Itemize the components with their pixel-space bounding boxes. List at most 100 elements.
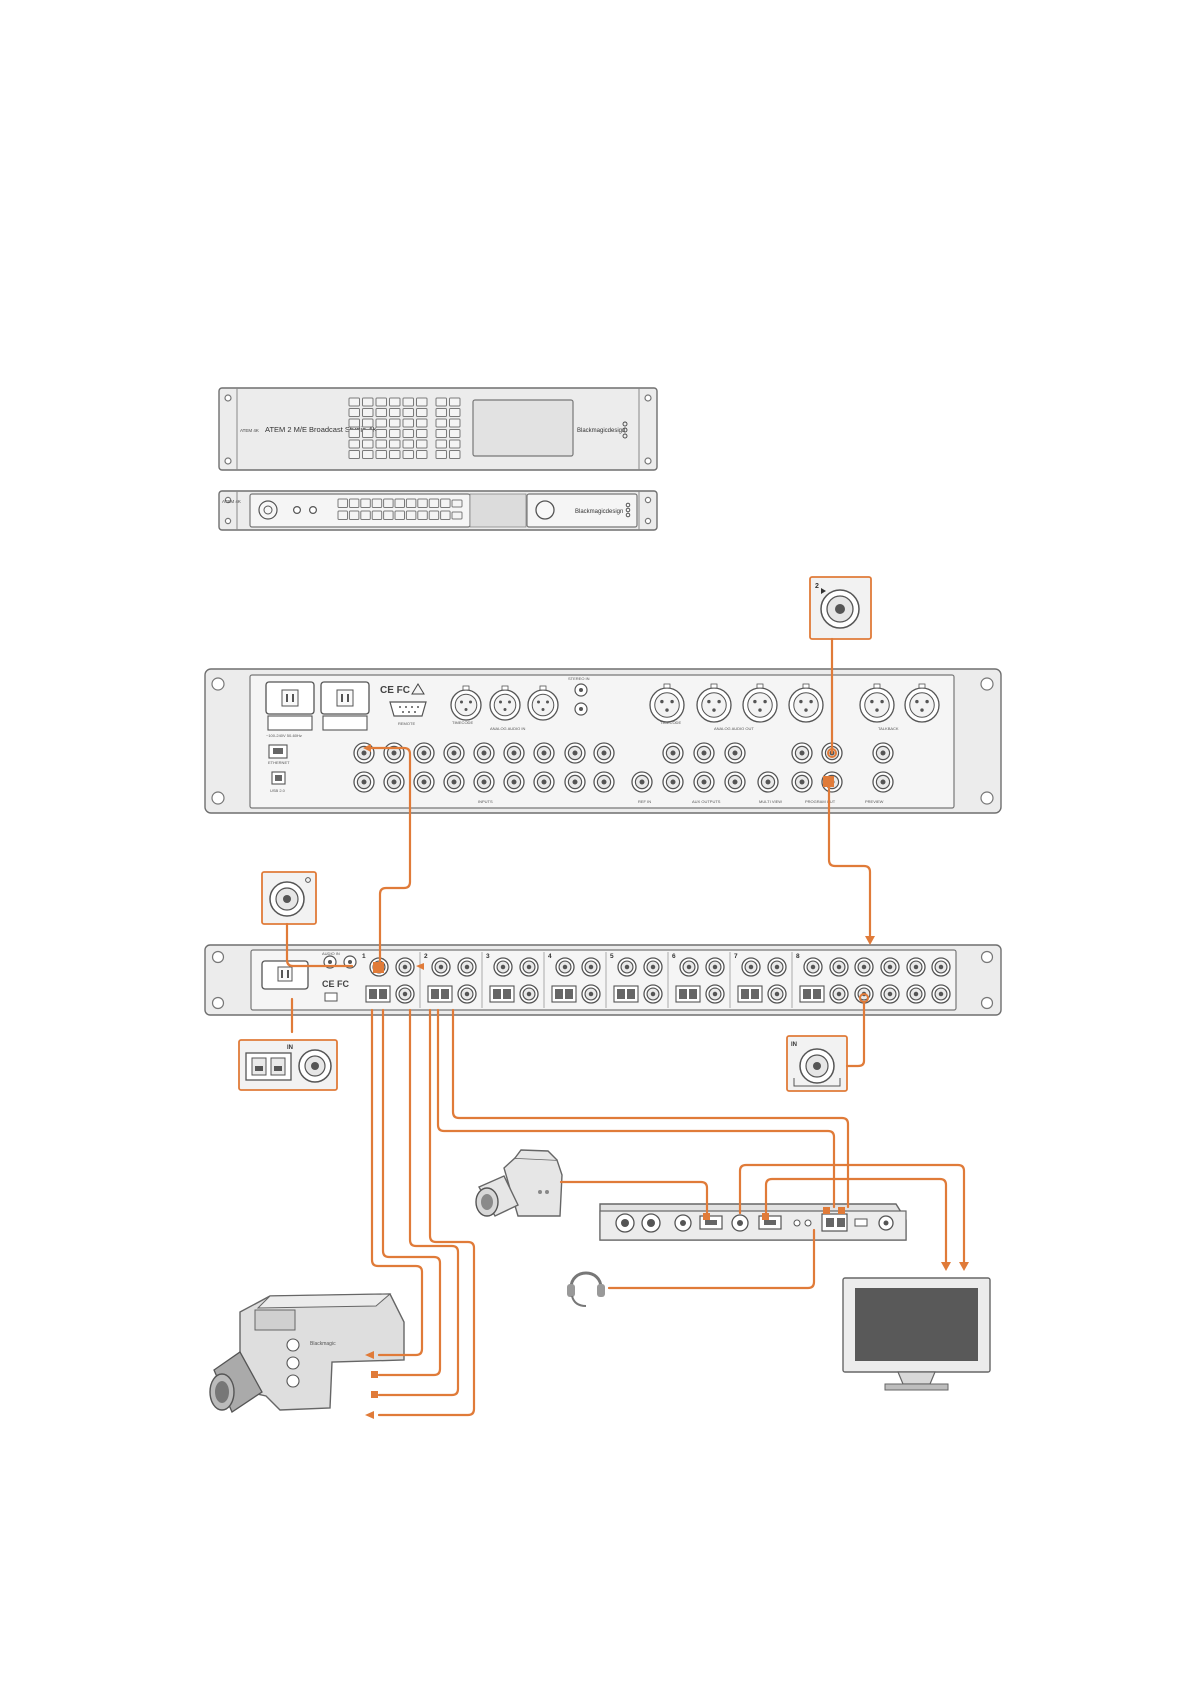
front-key[interactable] bbox=[435, 418, 447, 428]
front-key[interactable] bbox=[435, 429, 447, 438]
front-key[interactable] bbox=[389, 408, 401, 417]
front-key[interactable] bbox=[416, 408, 428, 417]
front-key[interactable] bbox=[389, 450, 401, 459]
front-key[interactable] bbox=[402, 450, 414, 459]
front-key[interactable] bbox=[416, 439, 428, 449]
front-model-title: ATEM 2 M/E Broadcast Studio 4K bbox=[265, 425, 377, 434]
front-key[interactable] bbox=[375, 429, 387, 438]
front-key[interactable] bbox=[348, 450, 360, 459]
front-key[interactable] bbox=[435, 450, 447, 459]
rack-badge: ATEM 4K bbox=[222, 499, 241, 504]
front-key[interactable] bbox=[348, 439, 360, 449]
rack-key[interactable] bbox=[417, 498, 428, 508]
front-key[interactable] bbox=[375, 397, 387, 407]
rack-key[interactable] bbox=[337, 498, 348, 508]
front-key[interactable] bbox=[348, 397, 360, 407]
front-key[interactable] bbox=[362, 439, 374, 449]
callout-number: 2 bbox=[815, 583, 819, 590]
front-key[interactable] bbox=[449, 439, 461, 449]
front-key[interactable] bbox=[362, 408, 374, 417]
front-key[interactable] bbox=[362, 418, 374, 428]
front-key[interactable] bbox=[435, 397, 447, 407]
rack-key[interactable] bbox=[383, 498, 394, 508]
front-key[interactable] bbox=[402, 397, 414, 407]
studio-camera-icon: Blackmagic bbox=[209, 1293, 405, 1413]
headphones-icon bbox=[567, 1271, 605, 1307]
rack-key[interactable] bbox=[394, 510, 405, 520]
cable-camera-1 bbox=[370, 1008, 424, 1357]
bnc-connector bbox=[705, 957, 725, 977]
bnc-connector bbox=[829, 984, 849, 1004]
rack-key[interactable] bbox=[428, 510, 440, 520]
front-key[interactable] bbox=[435, 439, 447, 449]
converter-channel: 4 bbox=[543, 952, 601, 1008]
front-key[interactable] bbox=[362, 397, 374, 407]
rack-key[interactable] bbox=[405, 498, 417, 508]
monitor-icon bbox=[842, 1277, 991, 1391]
headphone-jack-icon bbox=[309, 506, 318, 515]
bnc-connector bbox=[581, 957, 601, 977]
front-key[interactable] bbox=[449, 429, 461, 438]
front-key[interactable] bbox=[362, 450, 374, 459]
front-key[interactable] bbox=[416, 418, 428, 428]
callout-fiber-sfp: IN bbox=[238, 1039, 338, 1091]
bnc-connector bbox=[593, 771, 615, 793]
preview-bnc bbox=[872, 742, 894, 764]
front-key[interactable] bbox=[375, 418, 387, 428]
front-key[interactable] bbox=[375, 408, 387, 417]
rack-key[interactable] bbox=[417, 510, 428, 520]
front-key[interactable] bbox=[389, 439, 401, 449]
front-key[interactable] bbox=[402, 418, 414, 428]
rack-key[interactable] bbox=[383, 510, 394, 520]
front-key[interactable] bbox=[402, 439, 414, 449]
rack-key[interactable] bbox=[360, 498, 371, 508]
front-key[interactable] bbox=[402, 429, 414, 438]
atem-rack-panel: ATEM 4K Blackmagicdesign bbox=[218, 490, 658, 531]
svg-text:REF IN: REF IN bbox=[638, 799, 651, 804]
front-key[interactable] bbox=[449, 408, 461, 417]
channel-number: 7 bbox=[734, 953, 738, 960]
front-key[interactable] bbox=[348, 418, 360, 428]
front-key[interactable] bbox=[348, 408, 360, 417]
front-key[interactable] bbox=[375, 439, 387, 449]
rack-key[interactable] bbox=[440, 510, 451, 520]
front-key[interactable] bbox=[449, 418, 461, 428]
converter-output-bnc bbox=[854, 957, 951, 1004]
front-key[interactable] bbox=[402, 408, 414, 417]
front-key[interactable] bbox=[449, 397, 461, 407]
svg-text:Blackmagic: Blackmagic bbox=[310, 1341, 336, 1347]
front-key[interactable] bbox=[449, 450, 461, 459]
bnc-connector bbox=[533, 771, 555, 793]
cable-camcorder-to-box bbox=[559, 1180, 709, 1215]
rack-key[interactable] bbox=[394, 498, 405, 508]
rack-key[interactable] bbox=[371, 498, 383, 508]
rack-key[interactable] bbox=[348, 498, 360, 508]
front-key[interactable] bbox=[389, 418, 401, 428]
rack-key[interactable] bbox=[371, 510, 383, 520]
rack-key[interactable] bbox=[440, 498, 451, 508]
front-key[interactable] bbox=[416, 429, 428, 438]
analog-audio-out-label: ANALOG AUDIO OUT bbox=[714, 726, 754, 731]
channel-number: 6 bbox=[672, 953, 676, 960]
rack-key[interactable] bbox=[348, 510, 360, 520]
front-key[interactable] bbox=[389, 429, 401, 438]
front-key[interactable] bbox=[416, 450, 428, 459]
front-key[interactable] bbox=[389, 397, 401, 407]
rack-key[interactable] bbox=[405, 510, 417, 520]
front-key[interactable] bbox=[435, 408, 447, 417]
rack-key[interactable] bbox=[337, 510, 348, 520]
front-key[interactable] bbox=[416, 397, 428, 407]
front-key[interactable] bbox=[375, 450, 387, 459]
rack-key[interactable] bbox=[428, 498, 440, 508]
bnc-connector bbox=[473, 742, 495, 764]
front-key[interactable] bbox=[348, 429, 360, 438]
bnc-connector bbox=[643, 957, 663, 977]
bnc-connector bbox=[662, 771, 684, 793]
analog-audio-in-label: ANALOG AUDIO IN bbox=[490, 726, 525, 731]
bnc-connector bbox=[693, 771, 715, 793]
talkback-label: TALKBACK bbox=[878, 726, 899, 731]
rack-key[interactable] bbox=[360, 510, 371, 520]
front-key[interactable] bbox=[362, 429, 374, 438]
xlr-connector bbox=[904, 683, 940, 723]
bnc-connector bbox=[431, 957, 451, 977]
